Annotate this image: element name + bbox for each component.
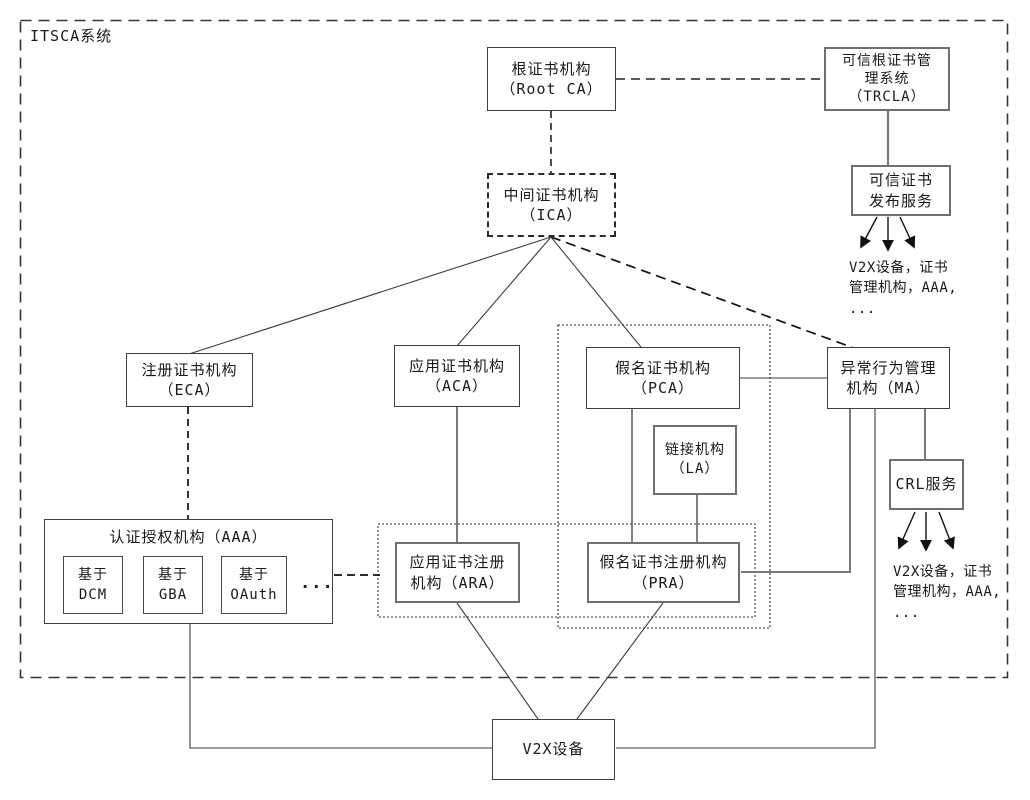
link-ica-pca [550, 236, 646, 353]
aaa-ellipsis: ... [300, 573, 334, 593]
node-trcla: 可信根证书管 理系统 （TRCLA） [824, 47, 950, 111]
node-aaa: 认证授权机构（AAA） 基于 DCM 基于 GBA 基于 OAuth ... [44, 519, 333, 624]
system-title: ITSCA系统 [30, 27, 113, 45]
pca-la-pra-group-outline [557, 324, 771, 629]
aaa-title: 认证授权机构（AAA） [109, 528, 268, 546]
link-ica-ma [550, 236, 863, 352]
link-ica-aca [456, 236, 552, 347]
crl-arrow-left [897, 511, 916, 550]
node-publish-service: 可信证书 发布服务 [851, 165, 951, 216]
node-v2x-device: V2X设备 [492, 719, 615, 780]
node-ma: 异常行为管理 机构（MA） [827, 347, 950, 409]
node-aca: 应用证书机构 （ACA） [394, 345, 520, 407]
link-ma-v2x [616, 409, 876, 749]
publish-targets-text: V2X设备，证书 管理机构，AAA, ... [849, 260, 958, 317]
node-crl: CRL服务 [889, 459, 964, 510]
node-root-ca: 根证书机构 （Root CA） [487, 47, 616, 111]
ara-pra-group-outline [377, 523, 756, 618]
crl-arrow-right [938, 511, 955, 550]
link-ara-v2x [456, 602, 539, 720]
link-aaa-v2x [189, 624, 492, 749]
crl-targets-text: V2X设备，证书 管理机构，AAA, ... [893, 564, 1002, 621]
node-ica: 中间证书机构 （ICA） [487, 173, 616, 237]
link-ica-eca [188, 236, 552, 355]
link-pra-v2x [576, 602, 664, 720]
node-eca: 注册证书机构 （ECA） [126, 353, 253, 407]
itsca-boundary [19, 19, 1009, 679]
node-pca: 假名证书机构 （PCA） [586, 347, 740, 409]
aaa-item-gba: 基于 GBA [143, 556, 203, 614]
node-la: 链接机构 （LA） [653, 425, 737, 495]
aaa-item-dcm: 基于 DCM [63, 556, 123, 614]
link-ma-pra [741, 409, 851, 573]
node-pra: 假名证书注册机构 （PRA） [587, 542, 740, 603]
node-ara: 应用证书注册 机构（ARA） [395, 542, 520, 603]
publish-arrow-left [860, 216, 878, 249]
aaa-item-oauth: 基于 OAuth [221, 556, 287, 614]
publish-arrow-right [899, 216, 916, 249]
